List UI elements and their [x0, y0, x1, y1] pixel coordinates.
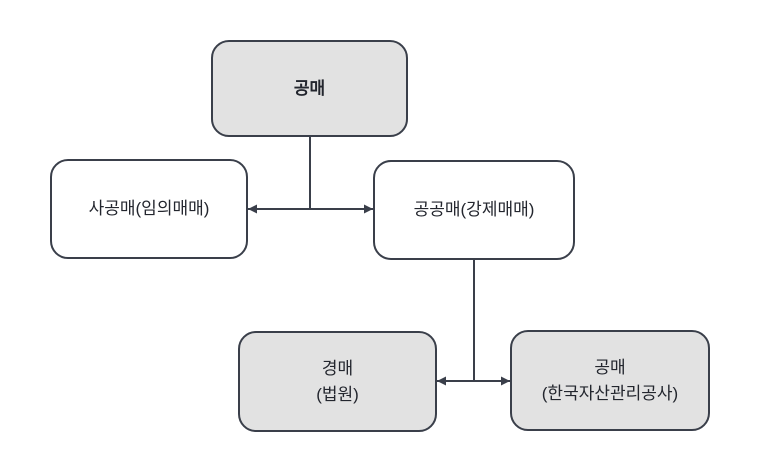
node-court-auction: 경매 (법원): [238, 331, 437, 432]
node-private-sale-label: 사공매(임의매매): [88, 199, 210, 219]
node-kamco-gongmae-label: 공매 (한국자산관리공사): [541, 358, 679, 403]
node-gongmae-root-label: 공매: [293, 78, 326, 98]
node-public-sale: 공공매(강제매매): [373, 160, 575, 260]
node-public-sale-label: 공공매(강제매매): [413, 200, 535, 220]
node-court-auction-label: 경매 (법원): [316, 359, 359, 404]
node-kamco-gongmae: 공매 (한국자산관리공사): [510, 330, 710, 431]
node-gongmae-root: 공매: [211, 40, 408, 137]
node-private-sale: 사공매(임의매매): [50, 159, 248, 259]
